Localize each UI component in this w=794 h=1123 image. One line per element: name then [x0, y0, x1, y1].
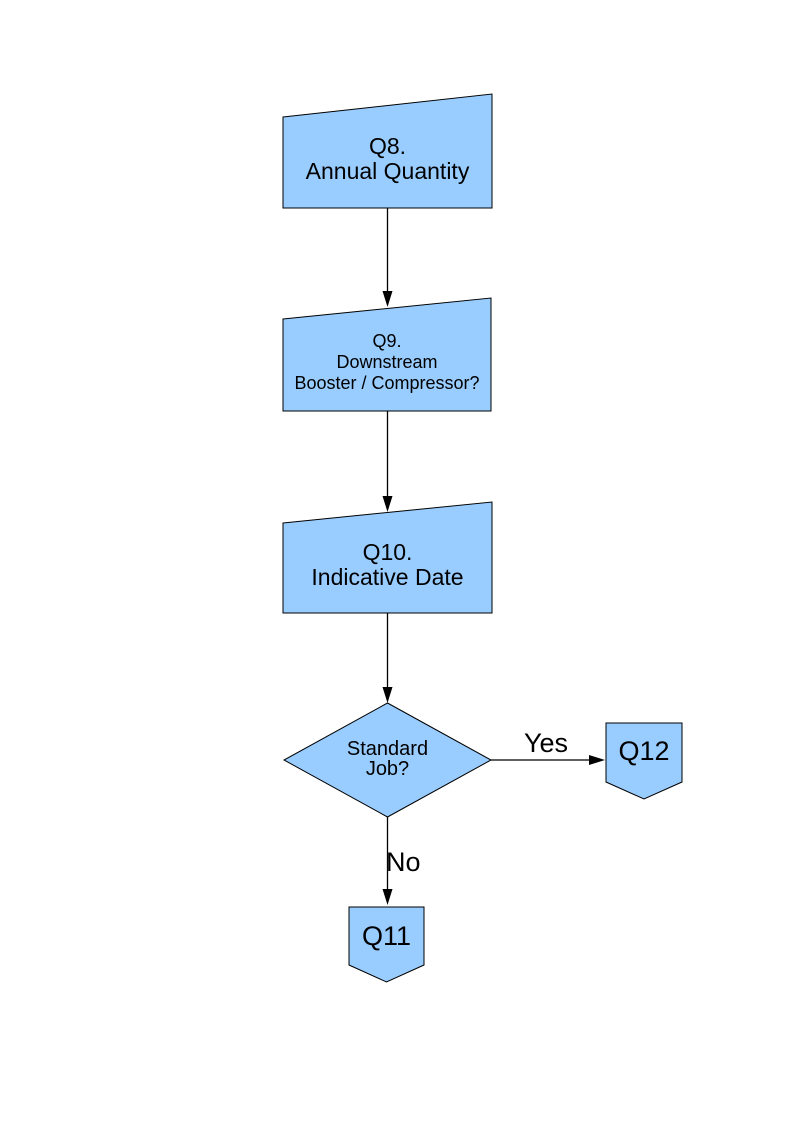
arrowhead-q10-decision — [382, 687, 393, 703]
node-q8-shape[interactable] — [282, 93, 493, 209]
arrowhead-yes — [589, 755, 605, 765]
arrowhead-q9-q10 — [382, 496, 393, 512]
node-q9-shape[interactable] — [282, 297, 492, 412]
node-decision-shape[interactable] — [282, 702, 493, 818]
node-q11-shape[interactable] — [348, 906, 425, 983]
arrowhead-no — [382, 889, 393, 905]
node-q10-shape[interactable] — [282, 501, 493, 614]
node-q12-shape[interactable] — [605, 722, 683, 800]
arrowhead-q8-q9 — [382, 291, 393, 307]
